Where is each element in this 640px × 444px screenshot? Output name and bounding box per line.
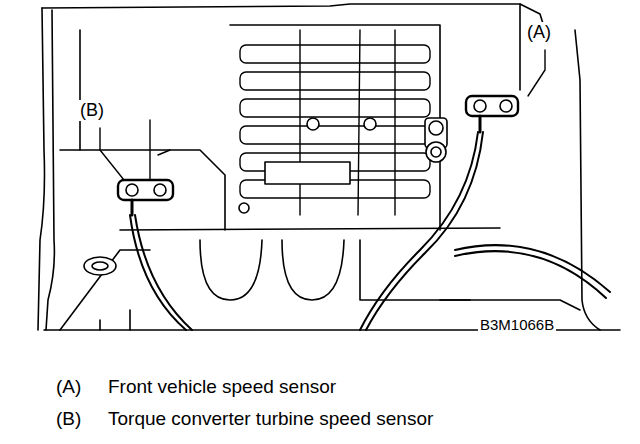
callout-letter: (A) <box>54 376 83 398</box>
callout-letter: (B) <box>78 100 106 121</box>
callout-letter: (B) <box>54 408 83 430</box>
legend-text: Torque converter turbine speed sensor <box>106 408 435 430</box>
legend-text: Front vehicle speed sensor <box>106 376 338 398</box>
callout-letter: (A) <box>525 22 553 43</box>
figure-code: B3M1066B <box>478 316 556 333</box>
